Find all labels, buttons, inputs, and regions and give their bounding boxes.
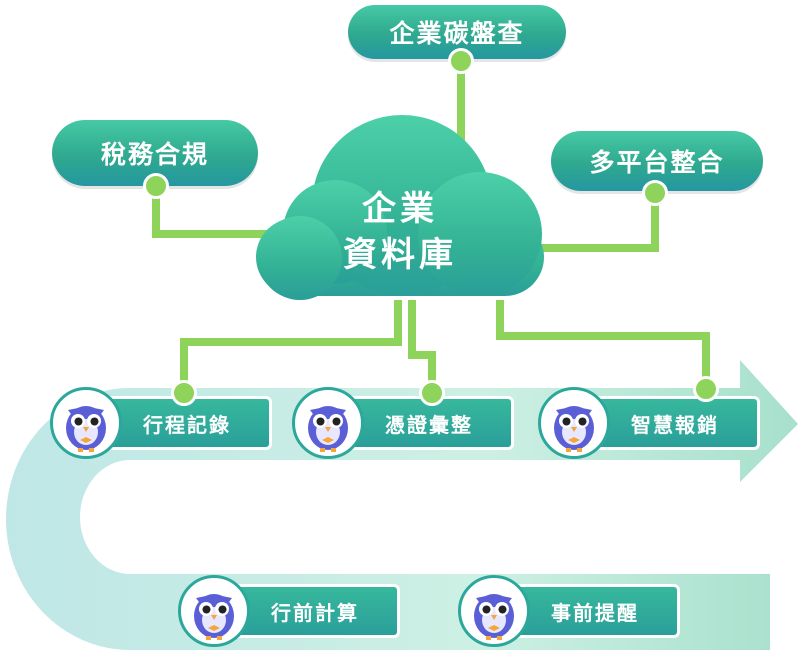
owl-mascot-graphic: [474, 594, 514, 640]
step-pre-trip-calculation-box: 行前計算: [230, 584, 400, 638]
dot-voucher: [419, 380, 445, 406]
node-tax-compliance: 稅務合規: [52, 120, 258, 186]
owl-mascot-icon: [50, 387, 122, 459]
step-travel-record-label: 行程記錄: [143, 412, 231, 437]
owl-mascot-icon: [292, 387, 364, 459]
node-platform-label: 多平台整合: [589, 148, 725, 177]
connector-voucher: [408, 300, 436, 392]
central-database-line2: 資料庫: [343, 235, 457, 275]
step-voucher-collection: 憑證彙整: [292, 387, 514, 459]
owl-mascot-icon: [178, 575, 250, 647]
dot-reimburse: [693, 376, 719, 402]
owl-mascot-graphic: [194, 594, 234, 640]
dot-carbon: [448, 48, 474, 74]
step-pre-trip-calculation: 行前計算: [178, 575, 400, 647]
connector-platform: [535, 193, 659, 252]
step-travel-record-box: 行程記錄: [102, 396, 272, 450]
step-smart-reimbursement-label: 智慧報銷: [631, 412, 719, 437]
step-voucher-collection-label: 憑證彙整: [385, 412, 473, 437]
step-travel-record: 行程記錄: [50, 387, 272, 459]
connector-tax: [152, 184, 280, 238]
central-database-title: 企業 資料庫: [310, 186, 490, 278]
owl-mascot-graphic: [66, 406, 106, 452]
owl-mascot-graphic: [308, 406, 348, 452]
owl-mascot-icon: [458, 575, 530, 647]
step-advance-reminder-label: 事前提醒: [551, 600, 639, 625]
step-smart-reimbursement: 智慧報銷: [538, 387, 760, 459]
central-database-line1: 企業: [362, 189, 438, 229]
dot-tax: [143, 173, 169, 199]
step-smart-reimbursement-box: 智慧報銷: [590, 396, 760, 450]
dot-platform: [642, 180, 668, 206]
cloud-shape: [256, 115, 544, 300]
node-tax-label: 稅務合規: [100, 140, 209, 169]
node-carbon-label: 企業碳盤查: [389, 19, 525, 48]
connector-travel-record: [180, 300, 402, 392]
connector-reimburse: [496, 300, 710, 388]
step-advance-reminder: 事前提醒: [458, 575, 680, 647]
step-advance-reminder-box: 事前提醒: [510, 584, 680, 638]
step-pre-trip-calculation-label: 行前計算: [271, 600, 359, 625]
dot-travel-record: [171, 380, 197, 406]
owl-mascot-graphic: [554, 406, 594, 452]
owl-mascot-icon: [538, 387, 610, 459]
